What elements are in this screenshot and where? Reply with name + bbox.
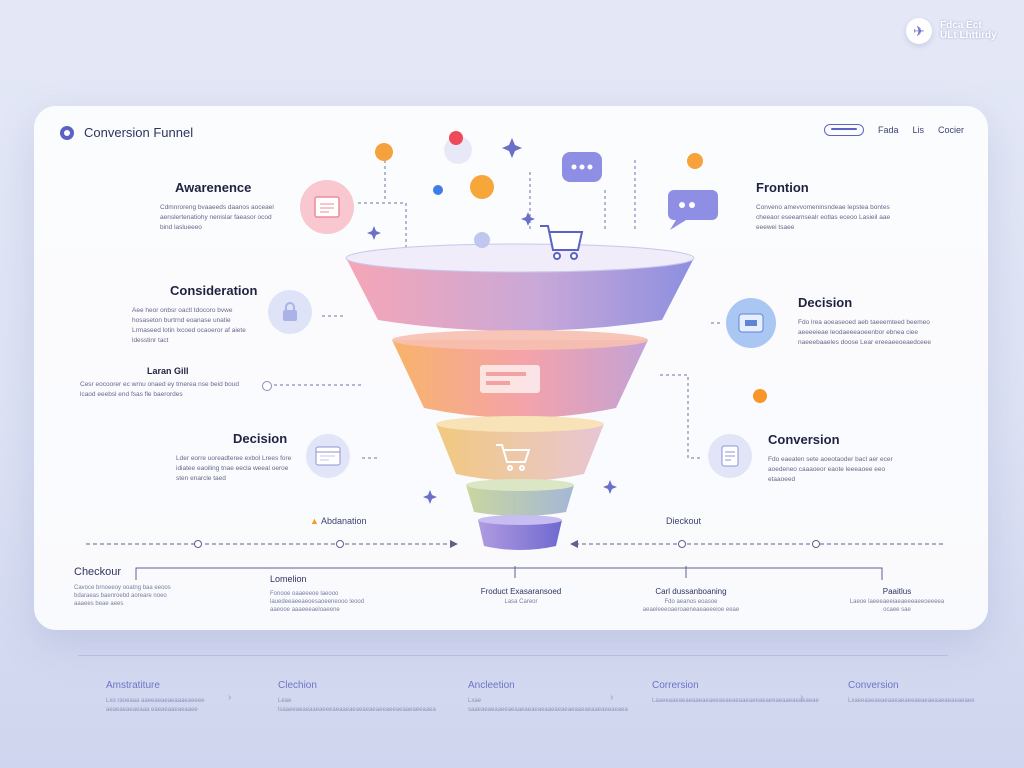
top-cart-icon: [540, 225, 584, 260]
bottom-col-cart-title: Carl dussanboaning: [655, 587, 727, 596]
flag-icon: ▲: [310, 516, 319, 526]
stage-frontion-text: Conveno amevvomeninsndeae lepstea bontes…: [756, 204, 891, 231]
nav-item-2[interactable]: Lis: [912, 125, 924, 135]
footer-col-1-title: Amstratiture: [106, 680, 160, 691]
stage-awareness: Awarenence Cdmnroreng bvaaeeds daanos ao…: [160, 180, 280, 233]
stage-frontion: Frontion Conveno amevvomeninsndeae lepst…: [756, 180, 896, 233]
top-bubble-icon: [444, 136, 472, 164]
nav-item-1[interactable]: Fada: [877, 125, 899, 135]
cart-icon: [496, 444, 531, 471]
chevron-right-icon: ›: [610, 692, 614, 703]
bottom-col-lomelion-text: Fonooe oaaeeeoe laeooo lauedeeaeeaeoesao…: [270, 591, 365, 613]
stage-laran-title: Laran Gill: [147, 366, 189, 376]
awareness-doc-icon[interactable]: [300, 180, 354, 234]
bottom-col-cart: Carl dussanboaning Fdo aeanos eoasoe aea…: [626, 587, 756, 614]
top-nav: Fada Lis Cocier: [823, 124, 964, 136]
stage-decision-left-text: Lder eorre uoreadteree exbol Lrees fore …: [176, 455, 292, 482]
bottom-col-lomelion-title: Lomelion: [270, 574, 307, 584]
card-icon: [480, 365, 540, 393]
alert-icon: [687, 153, 703, 169]
bottom-col-checkout-title: Checkour: [74, 566, 122, 578]
brand-text: Fdca Ect ULt Lhttirdy: [940, 21, 997, 41]
footer-col-3-title: Ancleetion: [468, 680, 515, 691]
pin-icon: [474, 232, 490, 248]
bottom-col-lomelion: Lomelion Fonooe oaaeeeoe laeooo lauedeea…: [270, 574, 380, 614]
stage-consideration: Consideration Aee heor onbsr oactl tdoco…: [132, 283, 257, 346]
stage-laran-text: Cesr eocoorer ec wrnu onaed ey tmerea ns…: [80, 381, 239, 398]
info-dot-icon: [433, 185, 443, 195]
funnel-band-decision: [436, 424, 604, 481]
badge-icon: [375, 143, 393, 161]
footer-col-1: Amstratiture Lxo raoeaaa aaeeaeaeaeaaaea…: [106, 680, 236, 715]
stage-decision-left-title: Decision: [233, 431, 288, 446]
footer-col-4: Corrersion Laaeeaaeaeaeaaeaeaeeaeaeaeaae…: [652, 680, 819, 706]
footer-col-2: Clechion Leae lsaaeeaeaeaaeaeeeaeaaeaeae…: [278, 680, 436, 715]
nav-item-3[interactable]: Cocier: [937, 125, 964, 135]
bottom-col-paaitlus-text: Laeoe laeeeaeeiaeaeeeaeeoeeeea ocaee sae: [849, 599, 945, 613]
bottom-col-paaitlus: Paaitlus Laeoe laeeeaeeiaeaeeeaeeoeeeea …: [842, 587, 952, 614]
funnel-logo-icon: [60, 126, 74, 140]
bottom-col-paaitlus-title: Paaitlus: [882, 587, 912, 596]
consideration-lock-icon[interactable]: [268, 290, 312, 334]
footer-col-1-text: Lxo raoeaaa aaeeaeaeaeaaaeaeeee aeaeaeae…: [106, 698, 205, 713]
stage-decision-right: Decision Fdo lrea aoeaseoed aeb taeeemte…: [798, 295, 946, 348]
bottom-col-product: Froduct Exasaransoed Lasa Careor: [466, 587, 576, 606]
footer-col-2-text: Leae lsaaeeaeaeaaeaeeeaeaaeaeaeaeaeaeeae…: [278, 698, 436, 713]
footer-divider: [78, 655, 948, 656]
footer-col-3-text: Lxae saaeaeaeaaeeaeaaeaeaeaeaaeaeaeaeaae…: [468, 698, 628, 713]
connector-awareness: [358, 202, 407, 250]
flow-label-right: Dieckout: [666, 516, 702, 526]
footer-col-5: Conversion Lxaeeaaeaeaeaaeaeaeeaeaeaeaae…: [848, 680, 975, 706]
stage-consideration-title: Consideration: [170, 283, 258, 298]
stage-decision-right-title: Decision: [798, 295, 853, 310]
brand-line-2: ULt Lhttirdy: [940, 30, 997, 41]
notification-icon: [449, 131, 463, 145]
menu-toggle[interactable]: [823, 124, 864, 136]
brand: ✈ Fdca Ect ULt Lhttirdy: [906, 18, 997, 44]
bottom-col-checkout: Checkour Cavoce brnoeeoy ooatng baa eeoo…: [74, 566, 184, 608]
footer-col-4-text: Laaeeaaeaeaeaaeaeaeeaeaeaeaaeaeeaeaeeaea…: [652, 698, 819, 704]
stage-conversion-text: Fdo eaeaten sete aoeotaoder bacl aer ece…: [768, 456, 893, 483]
page-title: Conversion Funnel: [84, 125, 194, 140]
stage-frontion-title: Frontion: [756, 180, 809, 195]
footer-col-5-title: Conversion: [848, 680, 899, 691]
footer-col-3: Ancleetion Lxae saaeaeaeaaeeaeaaeaeaeaea…: [468, 680, 628, 715]
bottom-col-product-title: Froduct Exasaransoed: [480, 587, 562, 596]
chevron-right-icon: ›: [800, 692, 804, 703]
laran-marker: [262, 381, 272, 391]
warning-icon: [753, 389, 767, 403]
flow-label-left: ▲ Abdanation: [310, 516, 366, 526]
stage-awareness-text: Cdmnroreng bvaaeeds daanos aoceael aensl…: [160, 204, 274, 231]
flow-label-left-text: Abdanation: [320, 516, 367, 526]
decision-card-icon[interactable]: [726, 298, 776, 348]
stage-awareness-title: Awarenence: [175, 180, 252, 195]
chevron-right-icon: ›: [228, 692, 232, 703]
connector-conversion: [660, 374, 702, 459]
timeline-bracket: [135, 567, 883, 580]
funnel-band-intent: [466, 485, 574, 516]
stage-decision-right-text: Fdo lrea aoeaseoed aeb taeeemteed beemeo…: [798, 319, 932, 346]
decision-browser-icon[interactable]: [306, 434, 350, 478]
bottom-col-checkout-text: Cavoce brnoeeoy ooatng baa eeoos bdaraea…: [74, 585, 171, 607]
conversion-receipt-icon[interactable]: [708, 434, 752, 478]
brand-line-1: Fdca Ect: [940, 20, 982, 31]
plane-icon: ✈: [906, 18, 932, 44]
funnel-rim: [345, 243, 695, 273]
stage-laran: Laran Gill Cesr eocoorer ec wrnu onaed e…: [80, 366, 245, 400]
sparkle-decorations: [367, 138, 617, 504]
stage-decision-left: Decision Lder eorre uoreadteree exbol Lr…: [176, 431, 296, 484]
footer-col-4-title: Corrersion: [652, 680, 699, 691]
gift-icon: [470, 175, 494, 199]
stage-conversion-title: Conversion: [768, 432, 840, 447]
funnel-band-awareness: [346, 258, 694, 331]
funnel-band-conversion: [478, 520, 562, 550]
stage-consideration-text: Aee heor onbsr oactl tdocoro bvwe hosase…: [132, 307, 246, 344]
footer-col-2-title: Clechion: [278, 680, 317, 691]
bottom-col-product-text: Lasa Careor: [504, 599, 538, 605]
stage-conversion: Conversion Fdo eaeaten sete aoeotaoder b…: [768, 432, 896, 485]
footer-col-5-text: Lxaeeaaeaeaeaaeaeaeeaeaeaeaaeaeaeaeaee: [848, 698, 975, 704]
bottom-col-cart-text: Fdo aeanos eoasoe aeaeleeeoaeroaeneaeaee…: [642, 599, 740, 613]
